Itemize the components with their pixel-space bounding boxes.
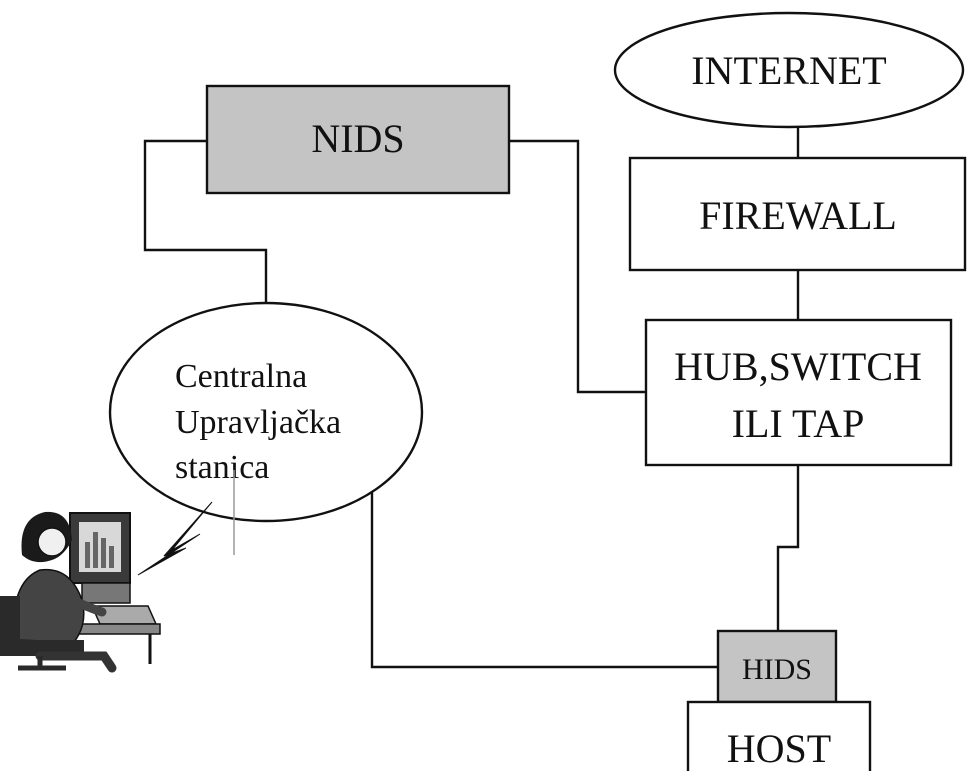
hub-label-line-2: ILI TAP	[732, 401, 865, 446]
host-node: HOST	[686, 700, 872, 771]
connector-station-hids	[370, 490, 718, 669]
internet-label: INTERNET	[691, 48, 887, 93]
connector-nids-station	[143, 139, 268, 303]
firewall-label: FIREWALL	[699, 193, 897, 238]
internet-ellipse	[613, 11, 965, 129]
nids-label: NIDS	[311, 116, 404, 161]
hids-node: HIDS	[716, 629, 838, 704]
station-label-line-3: stanica	[175, 449, 269, 486]
screen-bar-4	[109, 546, 114, 568]
connector-nids-hub	[509, 139, 646, 394]
screen-bar-1	[85, 542, 90, 568]
operator-at-computer-icon	[0, 511, 161, 673]
legs-shape	[35, 651, 117, 673]
face-shape	[37, 527, 67, 557]
nids-node: NIDS	[205, 84, 511, 195]
connector-hub-hids	[776, 465, 800, 660]
arm-shape	[55, 589, 107, 617]
hids-label: HIDS	[742, 653, 812, 686]
station-label-line-2: Upravljačka	[175, 404, 341, 441]
screen-bar-2	[93, 532, 98, 568]
screen-bar-3	[101, 538, 106, 568]
station-label-line-1: Centralna	[175, 358, 307, 395]
hub-label-line-1: HUB,SWITCH	[674, 344, 922, 389]
computer-base	[81, 582, 131, 604]
wireless-lightning-icon	[137, 501, 213, 576]
firewall-box	[628, 156, 967, 272]
station-ellipse	[108, 301, 424, 523]
firewall-node: FIREWALL	[628, 156, 967, 272]
chair-back	[0, 596, 20, 652]
nids-box	[205, 84, 511, 195]
station-node: Centralna Upravljačka stanica	[108, 301, 424, 555]
internet-node: INTERNET	[613, 11, 965, 129]
hub-node: HUB,SWITCH ILI TAP	[644, 318, 953, 467]
host-label: HOST	[727, 726, 831, 771]
host-box	[686, 700, 872, 771]
hub-box	[644, 318, 953, 467]
connectors	[143, 127, 800, 669]
